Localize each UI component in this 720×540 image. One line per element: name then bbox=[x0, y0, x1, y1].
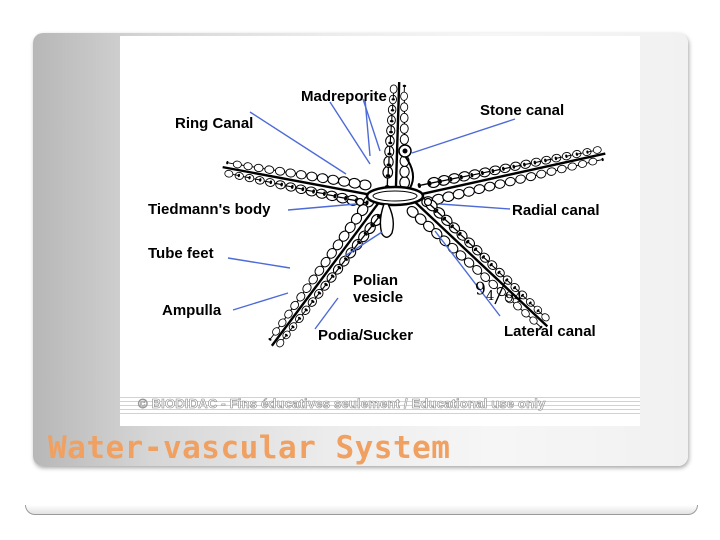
water-vascular-diagram: 9 4 94 bbox=[222, 82, 606, 349]
copyright-band bbox=[120, 394, 640, 416]
label-ring-canal: Ring Canal bbox=[175, 115, 254, 132]
svg-text:94: 94 bbox=[505, 290, 523, 306]
starfish-arms bbox=[222, 82, 606, 349]
copyright-notice: © BIODIDAC - Fins éducatives seulement /… bbox=[138, 396, 546, 412]
radial-canal-arm-5 bbox=[222, 165, 370, 196]
polian-vesicle-shape bbox=[379, 203, 395, 238]
ring-canal-shape bbox=[365, 185, 425, 207]
label-polian-vesicle: Polian vesicle bbox=[353, 272, 404, 306]
label-radial-canal: Radial canal bbox=[512, 202, 600, 219]
svg-text:4: 4 bbox=[486, 289, 494, 304]
radial-canal-arm-3 bbox=[413, 200, 549, 328]
radial-canal-arm-1 bbox=[394, 82, 401, 189]
stone-canal-shape bbox=[404, 155, 415, 189]
slide-title: Water-vascular System bbox=[48, 430, 451, 466]
radial-canal-arm-4 bbox=[270, 201, 380, 347]
label-tiedmanns-body: Tiedmann's body bbox=[148, 201, 271, 218]
label-stone-canal: Stone canal bbox=[480, 102, 565, 119]
label-podia-sucker: Podia/Sucker bbox=[318, 327, 414, 344]
label-madreporite: Madreporite bbox=[301, 88, 387, 105]
diagram-frame: 9 4 94 Madreporite Ring Canal Stone cana… bbox=[120, 36, 640, 426]
label-ampulla: Ampulla bbox=[162, 302, 222, 319]
tube-foot bbox=[400, 84, 409, 101]
tube-foot bbox=[381, 165, 394, 190]
leader-lines bbox=[227, 98, 516, 330]
handwritten-date: 9 bbox=[474, 279, 486, 300]
label-lateral-canal: Lateral canal bbox=[504, 323, 596, 340]
label-tube-feet: Tube feet bbox=[148, 245, 214, 262]
radial-canal-arm-2 bbox=[420, 152, 606, 196]
bottom-rule bbox=[25, 505, 698, 515]
